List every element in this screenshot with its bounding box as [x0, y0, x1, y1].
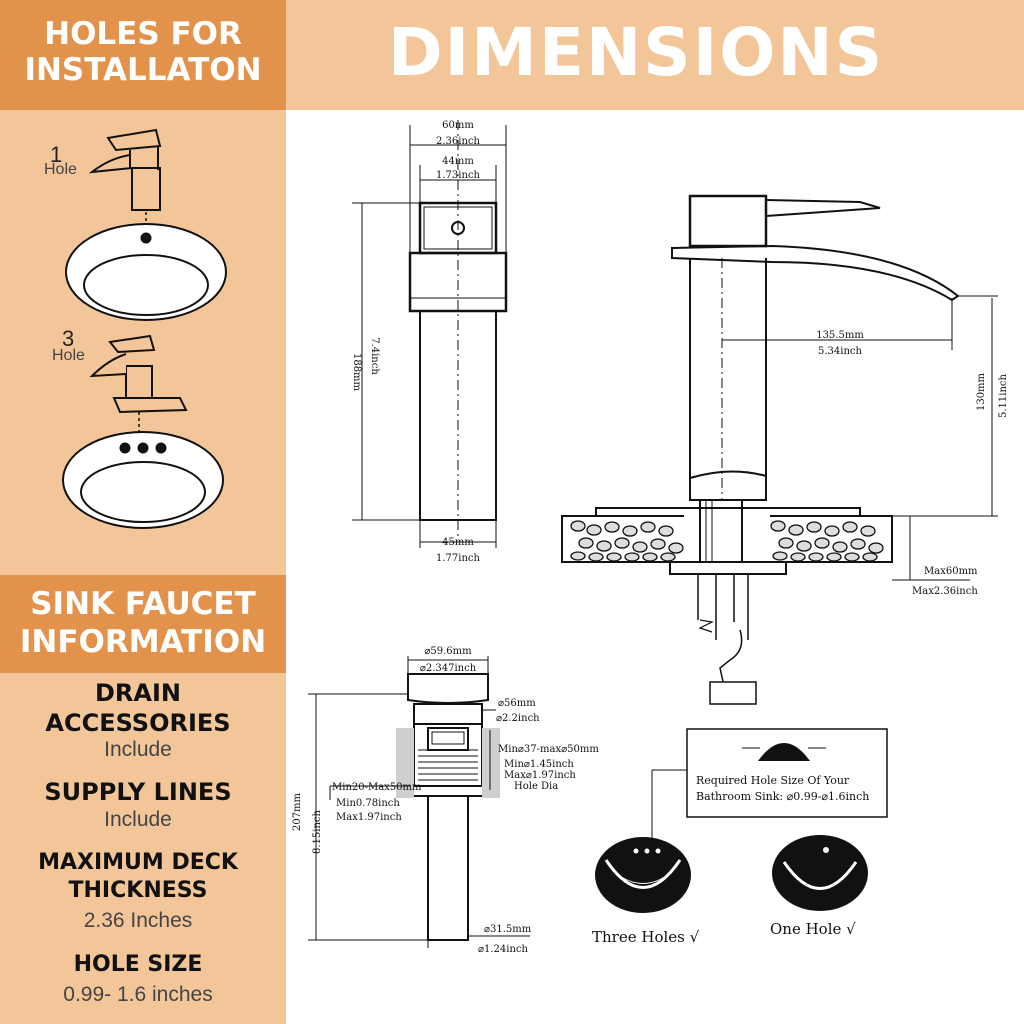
info-header-line2: INFORMATION [19, 624, 267, 660]
drain-height-in: 8.15inch [312, 809, 323, 854]
front-top-width-in: 2.36inch [436, 136, 481, 147]
drain-thread-max-in: Max1.97inch [336, 812, 402, 823]
spec-hole-title: HOLE SIZE [73, 952, 203, 977]
drain-cap-dia-in: ⌀2.347inch [420, 663, 477, 674]
front-view-dimension-lines [352, 125, 507, 548]
side-spout-height-mm: 130mm [976, 372, 987, 411]
three-hole-sink-icon [62, 431, 224, 529]
drain-dimension-lines [308, 656, 530, 948]
spec-deck-value: 2.36 Inches [83, 909, 193, 932]
drain-thread-min-in: Min0.78inch [336, 798, 400, 809]
side-view-faucet [595, 194, 960, 517]
one-hole-sink-icon [65, 223, 227, 321]
side-reach-in: 5.34inch [818, 346, 863, 357]
info-header-line1: SINK FAUCET [30, 586, 256, 622]
holes-header-line1: HOLES FOR [44, 16, 242, 52]
spec-hole-value: 0.99- 1.6 inches [63, 983, 213, 1006]
three-hole-caption: Three Holes √ [592, 928, 700, 946]
front-top-width-mm: 60mm [442, 120, 474, 131]
front-view-faucet [408, 120, 508, 540]
drain-hole-max-in: Max⌀1.97inch [504, 770, 576, 781]
hole-note-line1: Required Hole Size Of Your [696, 774, 850, 787]
spec-deck-title-1: MAXIMUM DECK [38, 850, 238, 875]
info-header: SINK FAUCET INFORMATION [0, 575, 286, 673]
drain-hole-mm: Min⌀37-max⌀50mm [498, 744, 599, 755]
drain-body-dia-in: ⌀2.2inch [496, 713, 540, 724]
spec-drain-title-1: DRAIN [95, 679, 181, 707]
drain-cap-dia-mm: ⌀59.6mm [424, 646, 472, 657]
drain-hole-min-in: Min⌀1.45inch [504, 759, 574, 770]
three-hole-label: Hole [52, 347, 85, 364]
spec-supply-title: SUPPLY LINES [44, 778, 232, 806]
title-band [286, 0, 1024, 110]
drain-body-dia-mm: ⌀56mm [498, 698, 536, 709]
one-hole-faucet-icon [88, 128, 162, 232]
three-hole-number: 3 [62, 326, 74, 351]
spec-drain-title-2: ACCESSORIES [45, 709, 231, 737]
side-spout-height-in: 5.11inch [998, 373, 1009, 418]
front-base-width-in: 1.77inch [436, 553, 481, 564]
one-hole-sink-diagram [772, 835, 868, 911]
side-view-dimension-lines [722, 295, 998, 581]
front-height-in: 7.4inch [369, 337, 380, 375]
spec-supply-value: Include [104, 808, 172, 831]
one-hole-number: 1 [50, 142, 62, 167]
deck-max-mm: Max60mm [924, 566, 978, 577]
front-height-mm: 188mm [351, 353, 362, 392]
holes-header-line2: INSTALLATON [24, 52, 262, 88]
one-hole-caption: One Hole √ [770, 920, 856, 938]
drain-thread-mm: Min20-Max50mm [332, 782, 422, 793]
one-hole-label: Hole [44, 161, 77, 178]
pop-up-drain [396, 673, 500, 941]
front-inner-width-mm: 44mm [442, 156, 474, 167]
holes-header: HOLES FOR INSTALLATON [0, 0, 286, 110]
three-hole-faucet-icon [89, 334, 188, 438]
page-title: DIMENSIONS [387, 14, 885, 91]
deck-max-in: Max2.36inch [912, 586, 978, 597]
spec-deck-title-2: THICKNESS [68, 878, 208, 903]
drain-height-mm: 207mm [292, 792, 303, 831]
hole-note-line2: Bathroom Sink: ⌀0.99-⌀1.6inch [696, 790, 869, 803]
drain-pipe-dia-in: ⌀1.24inch [478, 944, 529, 955]
front-base-width-mm: 45mm [442, 537, 474, 548]
hole-size-note-box [651, 728, 888, 848]
three-hole-sink-diagram [595, 837, 691, 913]
countertop [561, 500, 893, 705]
side-reach-mm: 135.5mm [816, 330, 864, 341]
drain-hole-label: Hole Dia [514, 781, 558, 792]
drain-pipe-dia-mm: ⌀31.5mm [484, 924, 532, 935]
front-inner-width-in: 1.73inch [436, 170, 481, 181]
spec-drain-value: Include [104, 738, 172, 761]
